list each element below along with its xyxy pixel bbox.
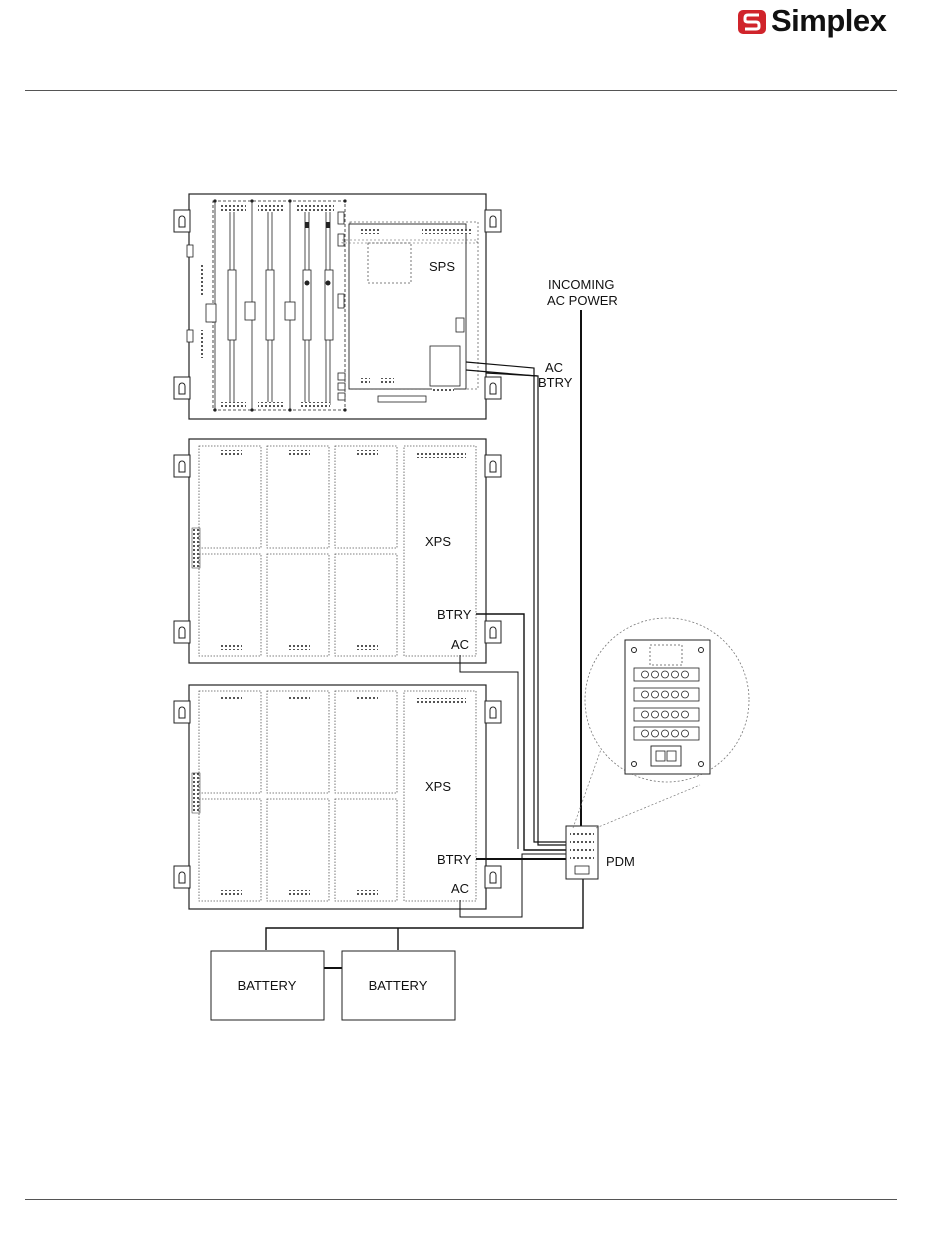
mount-keyhole-icon [174,455,190,477]
middle-cabinet: XPS BTRY AC [174,439,501,663]
incoming-ac-label-line1: INCOMING [548,277,614,292]
incoming-ac-label-line2: AC POWER [547,293,618,308]
btry-label: BTRY [437,852,472,867]
pdm-module [566,826,598,879]
mount-keyhole-icon [485,621,501,643]
battery-label: BATTERY [369,978,428,993]
mount-keyhole-icon [174,621,190,643]
xps-label: XPS [425,779,451,794]
btry-label: BTRY [437,607,472,622]
sps-label: SPS [429,259,455,274]
mount-keyhole-icon [485,866,501,888]
ac-label: AC [451,637,469,652]
lower-cabinet: XPS BTRY AC [174,685,501,909]
mount-keyhole-icon [174,866,190,888]
mount-keyhole-icon [485,210,501,232]
top-cabinet: SPS [174,194,501,419]
xps-label: XPS [425,534,451,549]
mount-keyhole-icon [174,210,190,232]
mount-keyhole-icon [174,701,190,723]
mount-keyhole-icon [485,701,501,723]
sps-ac-label: AC [545,360,563,375]
battery-right: BATTERY [342,951,455,1020]
battery-label: BATTERY [238,978,297,993]
mount-keyhole-icon [485,377,501,399]
pdm-detail-view [573,618,749,828]
sps-btry-label: BTRY [538,375,573,390]
ac-label: AC [451,881,469,896]
battery-left: BATTERY [211,951,324,1020]
pdm-label: PDM [606,854,635,869]
mount-keyhole-icon [485,455,501,477]
mount-keyhole-icon [174,377,190,399]
